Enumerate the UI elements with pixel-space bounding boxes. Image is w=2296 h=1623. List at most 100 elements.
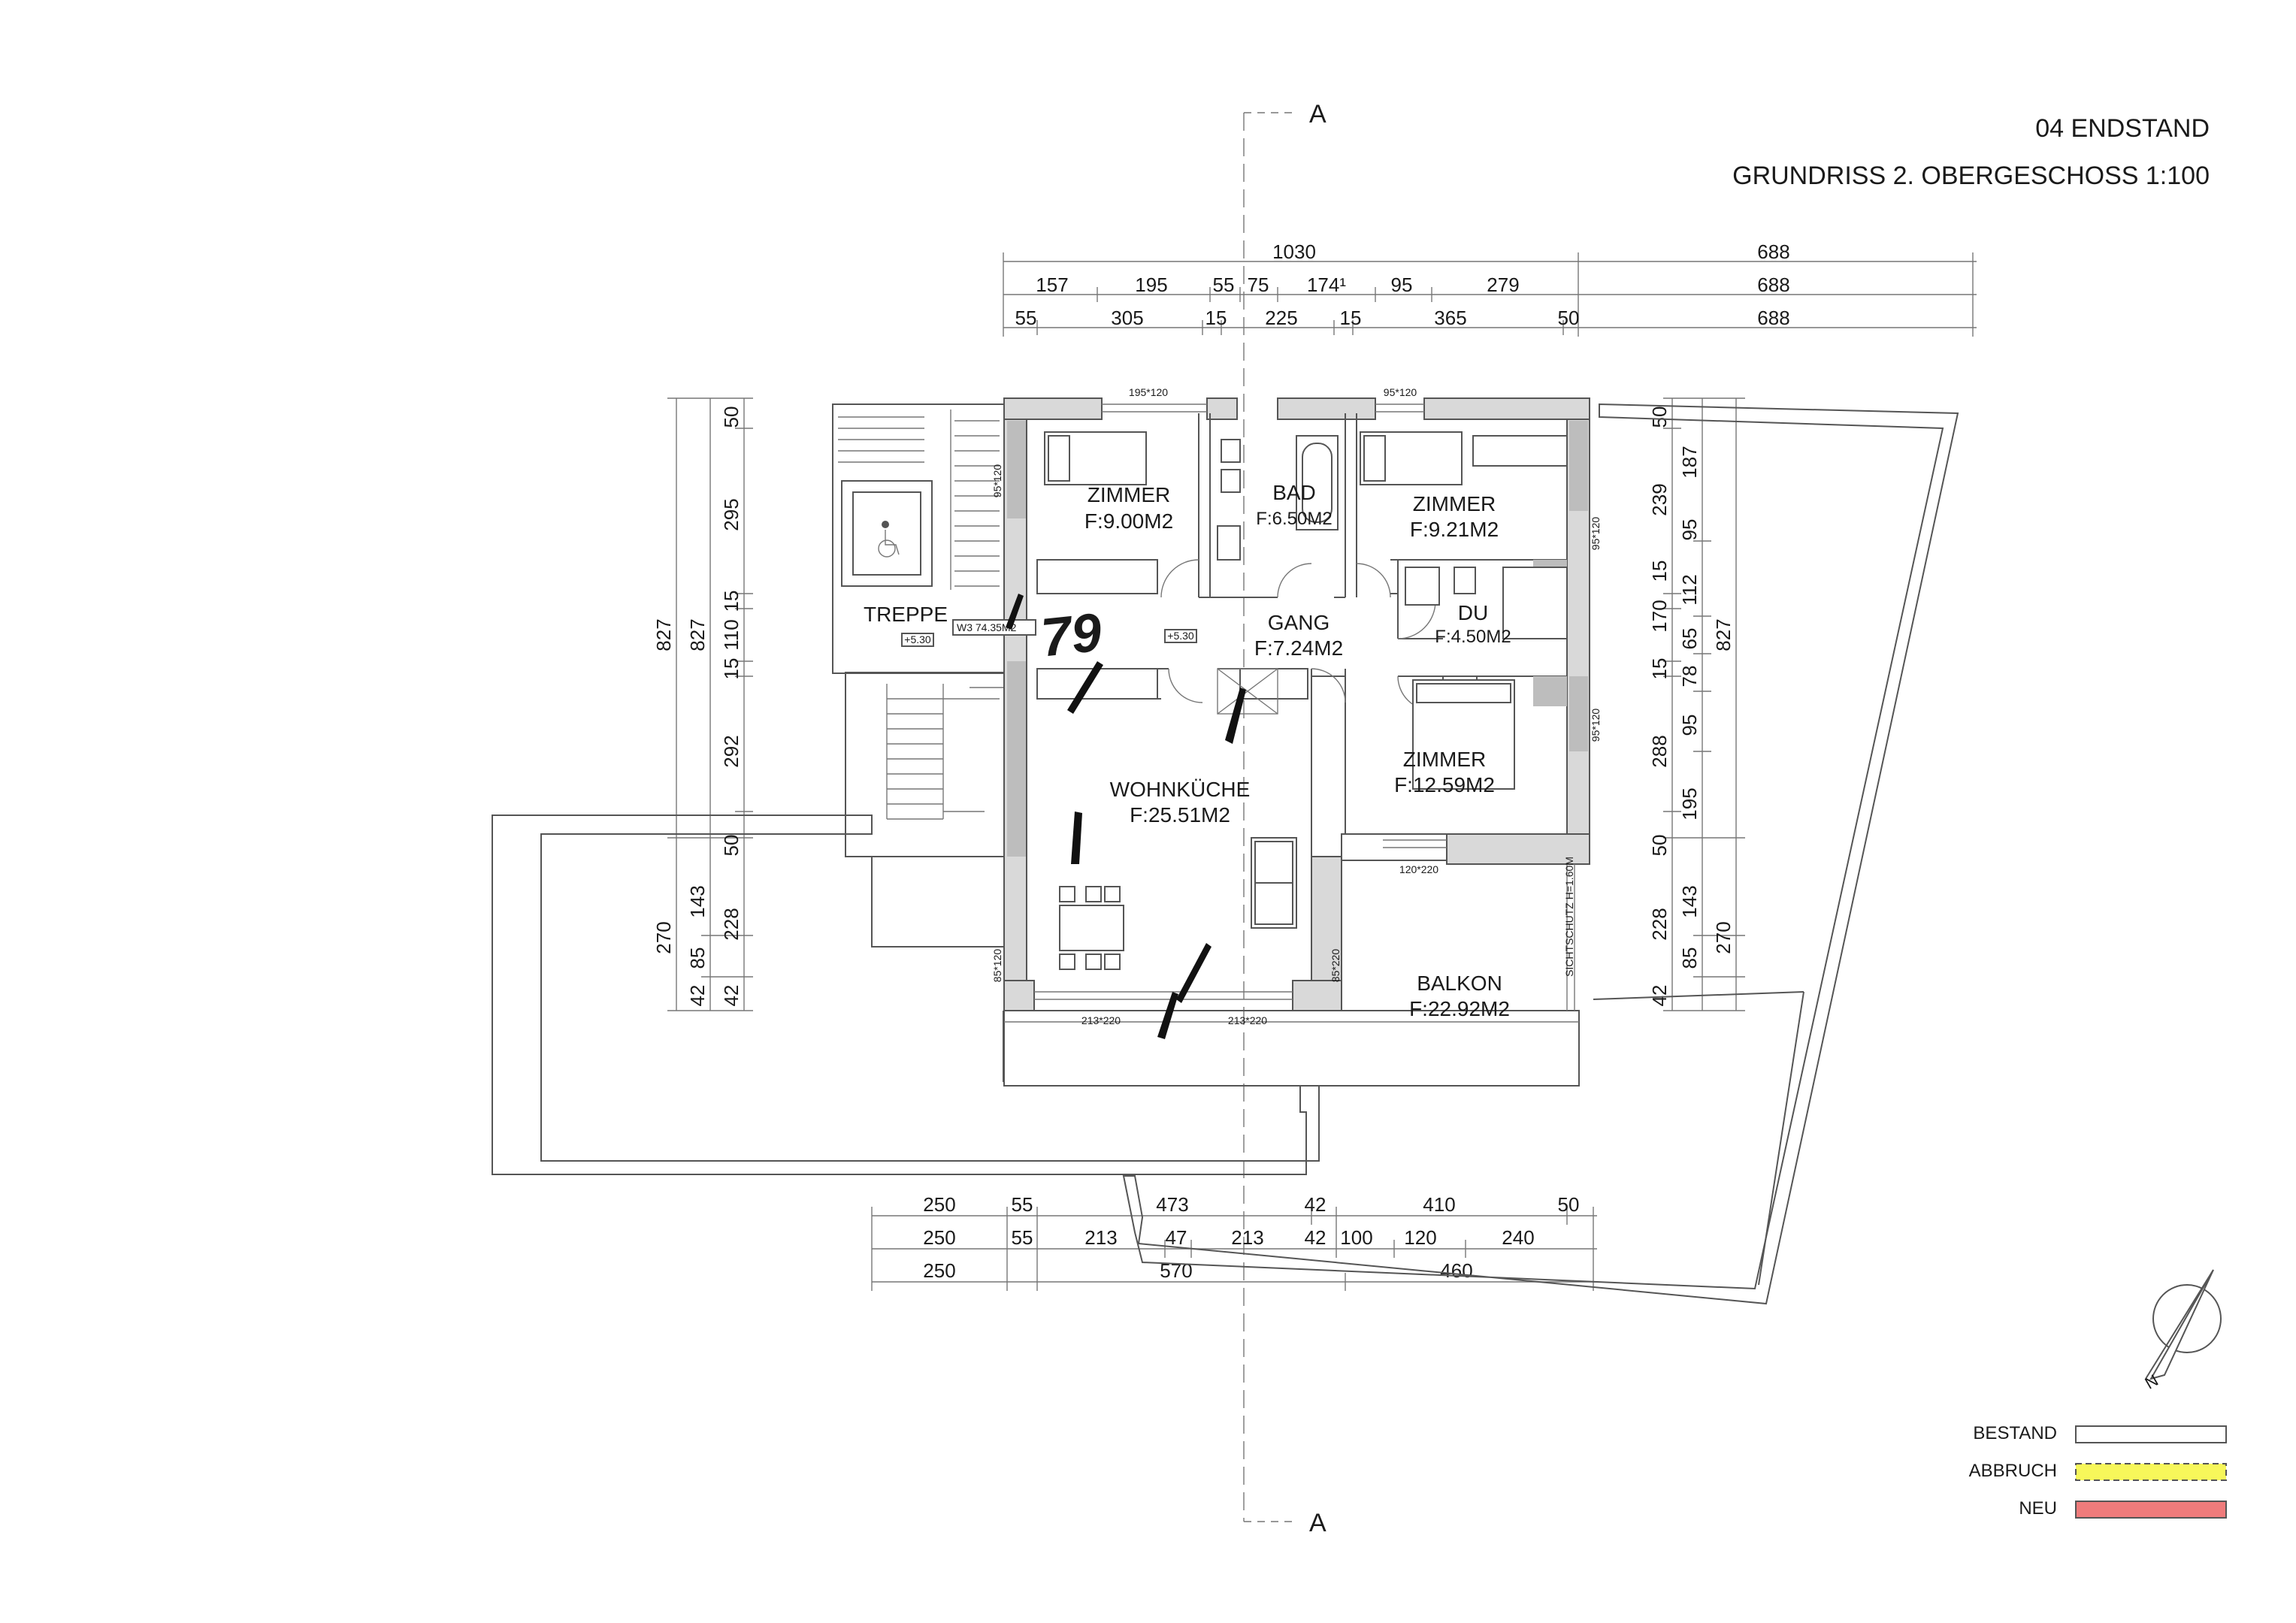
- svg-text:55: 55: [1015, 307, 1037, 329]
- svg-text:85*220: 85*220: [1330, 949, 1342, 983]
- wheelchair-icon: [878, 521, 900, 558]
- svg-text:827: 827: [1712, 618, 1735, 651]
- svg-text:85*120: 85*120: [991, 949, 1003, 983]
- legend-label-bestand: BESTAND: [1973, 1423, 2057, 1443]
- room-bad-name: BAD: [1272, 481, 1316, 504]
- room-treppe-name: TREPPE: [864, 603, 948, 626]
- svg-text:228: 228: [1648, 908, 1671, 940]
- room-bad-area: F:6.50M2: [1256, 509, 1332, 529]
- svg-text:50: 50: [1558, 307, 1580, 329]
- svg-text:55: 55: [1012, 1193, 1033, 1216]
- svg-text:95*120: 95*120: [1384, 386, 1417, 398]
- room-zimmer-2-name: ZIMMER: [1413, 492, 1496, 515]
- svg-text:42: 42: [1305, 1193, 1326, 1216]
- handwritten-number: 79: [1039, 603, 1105, 669]
- svg-text:50: 50: [1648, 407, 1671, 428]
- svg-text:112: 112: [1678, 574, 1701, 605]
- svg-text:47: 47: [1166, 1226, 1187, 1249]
- svg-text:688: 688: [1757, 274, 1789, 296]
- svg-text:15: 15: [720, 591, 743, 612]
- svg-text:295: 295: [720, 498, 743, 530]
- svg-text:42: 42: [1648, 985, 1671, 1007]
- svg-text:75: 75: [1248, 274, 1269, 296]
- section-line: A A: [1243, 100, 1326, 1537]
- svg-text:460: 460: [1440, 1259, 1472, 1282]
- door-swings: [1160, 559, 1436, 711]
- svg-text:50: 50: [720, 407, 743, 428]
- svg-text:213: 213: [1084, 1226, 1117, 1249]
- svg-text:250: 250: [923, 1193, 955, 1216]
- room-zimmer-3-area: F:12.59M2: [1394, 773, 1495, 796]
- legend-label-abbruch: ABBRUCH: [1969, 1461, 2057, 1481]
- top-dimension-chains: 1030 688 157 195 55 75 174¹ 95 279 688 5…: [1003, 240, 1977, 337]
- svg-text:213*220: 213*220: [1081, 1014, 1121, 1026]
- svg-text:473: 473: [1156, 1193, 1188, 1216]
- staircase: [832, 403, 1014, 948]
- svg-text:55: 55: [1012, 1226, 1033, 1249]
- svg-text:240: 240: [1502, 1226, 1534, 1249]
- room-wohnkueche-name: WOHNKÜCHE: [1110, 778, 1251, 801]
- svg-text:213: 213: [1231, 1226, 1263, 1249]
- svg-text:195*120: 195*120: [1129, 386, 1168, 398]
- svg-text:365: 365: [1434, 307, 1466, 329]
- legend-label-neu: NEU: [2019, 1498, 2057, 1519]
- legend-swatch-bestand: [2075, 1425, 2227, 1443]
- room-labels: ZIMMER F:9.00M2 BAD F:6.50M2 ZIMMER F:9.…: [864, 481, 1511, 1020]
- svg-text:292: 292: [720, 735, 743, 767]
- shower: [1405, 567, 1440, 606]
- svg-text:100: 100: [1340, 1226, 1372, 1249]
- svg-text:15: 15: [1205, 307, 1227, 329]
- svg-text:42: 42: [686, 985, 709, 1007]
- svg-text:42: 42: [720, 985, 743, 1007]
- svg-text:+5.30: +5.30: [1167, 630, 1194, 642]
- svg-text:50: 50: [720, 835, 743, 857]
- svg-text:42: 42: [1305, 1226, 1326, 1249]
- washbasin-bad: [1217, 525, 1241, 561]
- svg-text:15: 15: [1648, 561, 1671, 582]
- left-dimension-chains: 827 270 827 143 85 42 50 295 15 110 15 2…: [652, 397, 753, 1011]
- furniture: [1036, 431, 1568, 970]
- svg-text:688: 688: [1757, 307, 1789, 329]
- svg-text:827: 827: [686, 618, 709, 651]
- svg-text:SICHTSCHUTZ H=1.60M: SICHTSCHUTZ H=1.60M: [1563, 857, 1575, 977]
- svg-text:688: 688: [1757, 240, 1789, 263]
- handwritten-marks: 79: [1006, 594, 1246, 1039]
- svg-text:305: 305: [1111, 307, 1143, 329]
- svg-text:250: 250: [923, 1259, 955, 1282]
- svg-text:213*220: 213*220: [1228, 1014, 1267, 1026]
- svg-text:143: 143: [686, 885, 709, 917]
- room-balkon-area: F:22.92M2: [1409, 997, 1510, 1020]
- svg-text:120*220: 120*220: [1399, 863, 1438, 875]
- legend-swatch-abbruch: [2075, 1463, 2227, 1481]
- drawing-subtitle: GRUNDRISS 2. OBERGESCHOSS 1:100: [1732, 162, 2210, 190]
- svg-text:55: 55: [1213, 274, 1235, 296]
- svg-text:170: 170: [1648, 600, 1671, 632]
- svg-text:95: 95: [1678, 519, 1701, 541]
- room-du-name: DU: [1458, 601, 1488, 624]
- svg-text:85: 85: [1678, 948, 1701, 969]
- svg-text:78: 78: [1678, 666, 1701, 688]
- svg-text:95*120: 95*120: [991, 464, 1003, 498]
- room-du-area: F:4.50M2: [1435, 627, 1511, 647]
- svg-text:157: 157: [1036, 274, 1068, 296]
- opening-annotations: 195*120 95*120 95*120 95*120 95*120 120*…: [991, 386, 1602, 1026]
- svg-text:95: 95: [1678, 715, 1701, 736]
- svg-text:174¹: 174¹: [1307, 274, 1346, 296]
- level-tags: +5.30 +5.30 W3 74.35M2: [901, 619, 1197, 647]
- svg-text:279: 279: [1487, 274, 1519, 296]
- svg-text:410: 410: [1423, 1193, 1455, 1216]
- room-wohnkueche-area: F:25.51M2: [1130, 803, 1230, 827]
- windows: [1034, 403, 1447, 1000]
- dining-table: [1059, 905, 1124, 951]
- svg-text:+5.30: +5.30: [904, 633, 931, 645]
- svg-text:827: 827: [652, 618, 675, 651]
- toilet: [1221, 439, 1241, 463]
- room-zimmer-1-area: F:9.00M2: [1084, 509, 1173, 533]
- svg-text:15: 15: [1340, 307, 1362, 329]
- right-dimension-chains: 50 239 15 170 15 288 50 228 42 187 95 11…: [1648, 397, 1745, 1011]
- room-zimmer-2-area: F:9.21M2: [1410, 518, 1499, 541]
- svg-text:85: 85: [686, 948, 709, 969]
- exterior-walls: [1003, 397, 1590, 1011]
- svg-text:110: 110: [720, 619, 743, 650]
